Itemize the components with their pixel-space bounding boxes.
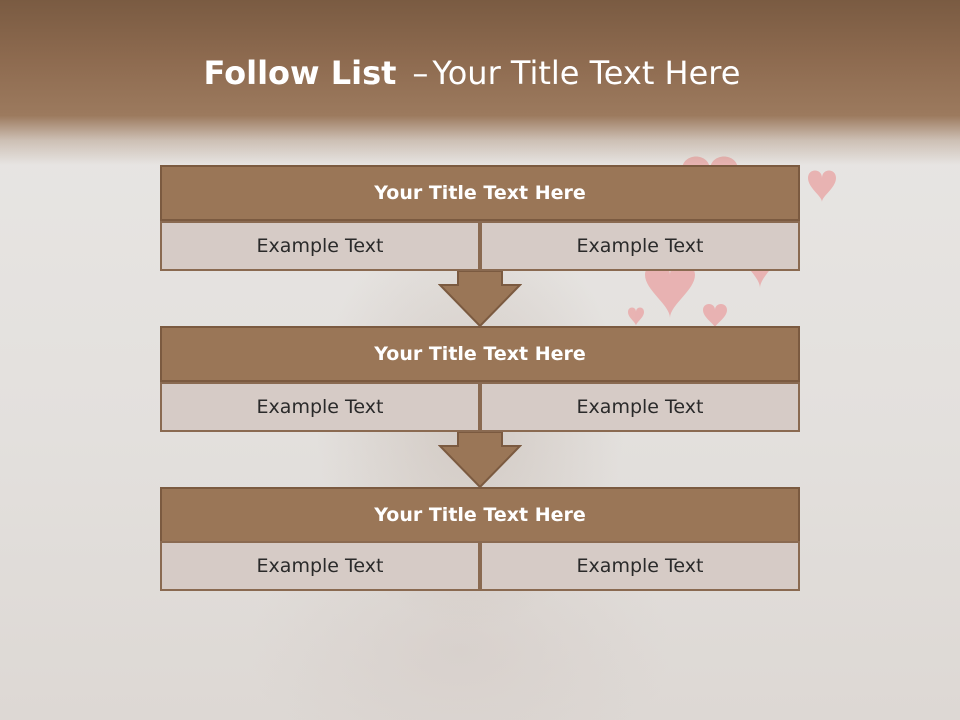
step-3-title: Your Title Text Here xyxy=(160,487,800,543)
step-2-left-cell: Example Text xyxy=(160,382,480,432)
down-arrow-icon xyxy=(438,432,522,488)
title-separator: – xyxy=(412,54,429,92)
step-3-left-cell: Example Text xyxy=(160,541,480,591)
header-band xyxy=(0,0,960,165)
step-2-title: Your Title Text Here xyxy=(160,326,800,382)
heart-icon xyxy=(645,263,695,318)
slide-title: Follow List–Your Title Text Here xyxy=(0,54,944,92)
step-1-right-cell: Example Text xyxy=(480,221,800,271)
step-1-left-cell: Example Text xyxy=(160,221,480,271)
heart-icon xyxy=(808,170,836,202)
title-bold: Follow List xyxy=(203,54,397,92)
step-2-right-cell: Example Text xyxy=(480,382,800,432)
down-arrow-icon xyxy=(438,271,522,327)
step-1-title: Your Title Text Here xyxy=(160,165,800,221)
title-rest: Your Title Text Here xyxy=(432,54,741,92)
step-3-right-cell: Example Text xyxy=(480,541,800,591)
heart-icon xyxy=(628,307,644,326)
heart-icon xyxy=(703,304,727,328)
